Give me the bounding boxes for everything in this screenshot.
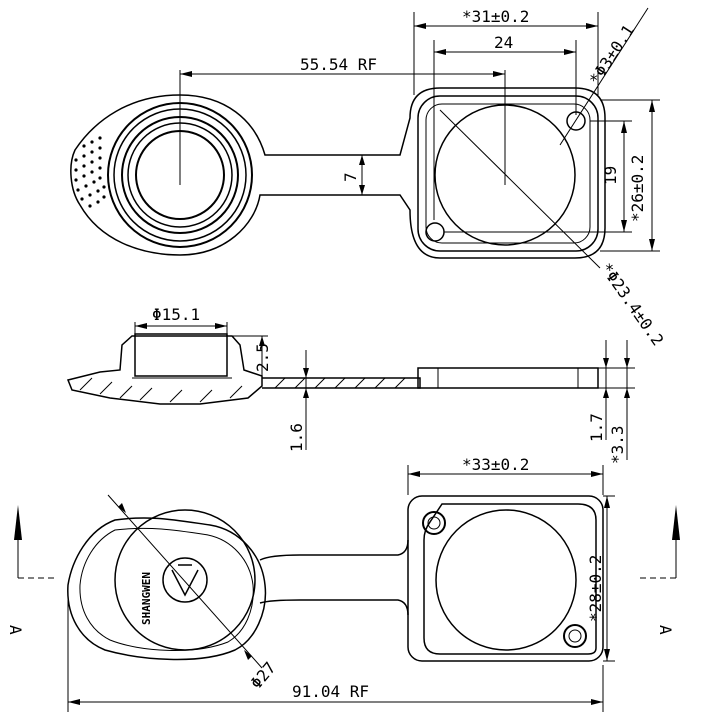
bottom-cap-inner <box>79 527 254 651</box>
dim-hole-spacing-v: 19 <box>601 166 620 185</box>
brand-logo-icon <box>162 557 208 603</box>
strap-hatch <box>79 377 406 403</box>
section-marker-left: A <box>6 505 58 635</box>
dim-hole-dia: *Φ3±0.1 <box>585 21 638 88</box>
side-cap-top <box>134 333 228 377</box>
brand-logo-text: SHANGWEN <box>140 572 153 625</box>
bottom-cap-disc <box>114 509 256 651</box>
dim-side-cap-height: 2.5 <box>253 343 272 372</box>
leader-cutout-dia <box>439 109 601 269</box>
dim-hole-spacing-h: 24 <box>494 33 513 52</box>
dim-side-panel-thickness: 1.7 <box>587 413 606 442</box>
bottom-cap-body <box>67 517 267 661</box>
dim-panel-height: *26±0.2 <box>628 155 647 222</box>
dim-bottom-height: *28±0.2 <box>586 555 605 622</box>
bottom-strap <box>259 539 409 616</box>
cap-body-outline <box>70 87 606 259</box>
bottom-panel-inner <box>423 503 597 655</box>
panel-flange-inner <box>425 103 591 244</box>
section-marker-right: A <box>640 505 680 635</box>
leader-hole-dia <box>559 7 649 146</box>
dim-overall-length: 91.04 RF <box>292 682 369 701</box>
dim-cutout-dia: *Φ23.4±0.2 <box>597 259 668 349</box>
bottom-mount-hole-bottom <box>563 624 587 648</box>
dim-bottom-width: *33±0.2 <box>462 455 529 474</box>
dim-strap-width: 7 <box>341 172 360 182</box>
side-view: Φ15.1 2.5 1.6 1.7 *3.3 <box>66 305 635 464</box>
dim-center-distance: 55.54 RF <box>300 55 377 74</box>
top-view: *31±0.2 24 55.54 RF *Φ3±0.1 19 *26±0.2 <box>70 7 668 349</box>
knurl-pattern <box>74 136 106 208</box>
dim-side-strap-thickness: 1.6 <box>287 423 306 452</box>
bottom-panel-cutout <box>435 509 577 651</box>
dim-top-width: *31±0.2 <box>462 7 529 26</box>
bottom-panel-flange <box>407 495 604 662</box>
dim-side-total-thickness: *3.3 <box>608 425 627 464</box>
side-strap <box>262 377 421 389</box>
side-cap-body <box>66 335 263 405</box>
bottom-view: SHANGWEN *33±0.2 *28±0.2 Φ27 <box>6 455 680 712</box>
bottom-mount-hole-top <box>422 511 446 535</box>
panel-flange-outer <box>417 95 599 252</box>
leader-cap-dia <box>107 494 263 669</box>
dim-bottom-cap-dia: Φ27 <box>247 658 280 692</box>
mount-hole-bottom <box>425 222 445 242</box>
brand-logo-mark <box>171 564 199 597</box>
side-panel-flange <box>417 367 599 389</box>
section-label-right: A <box>656 625 675 635</box>
dim-side-cap-dia: Φ15.1 <box>152 305 200 324</box>
section-label-left: A <box>6 625 25 635</box>
